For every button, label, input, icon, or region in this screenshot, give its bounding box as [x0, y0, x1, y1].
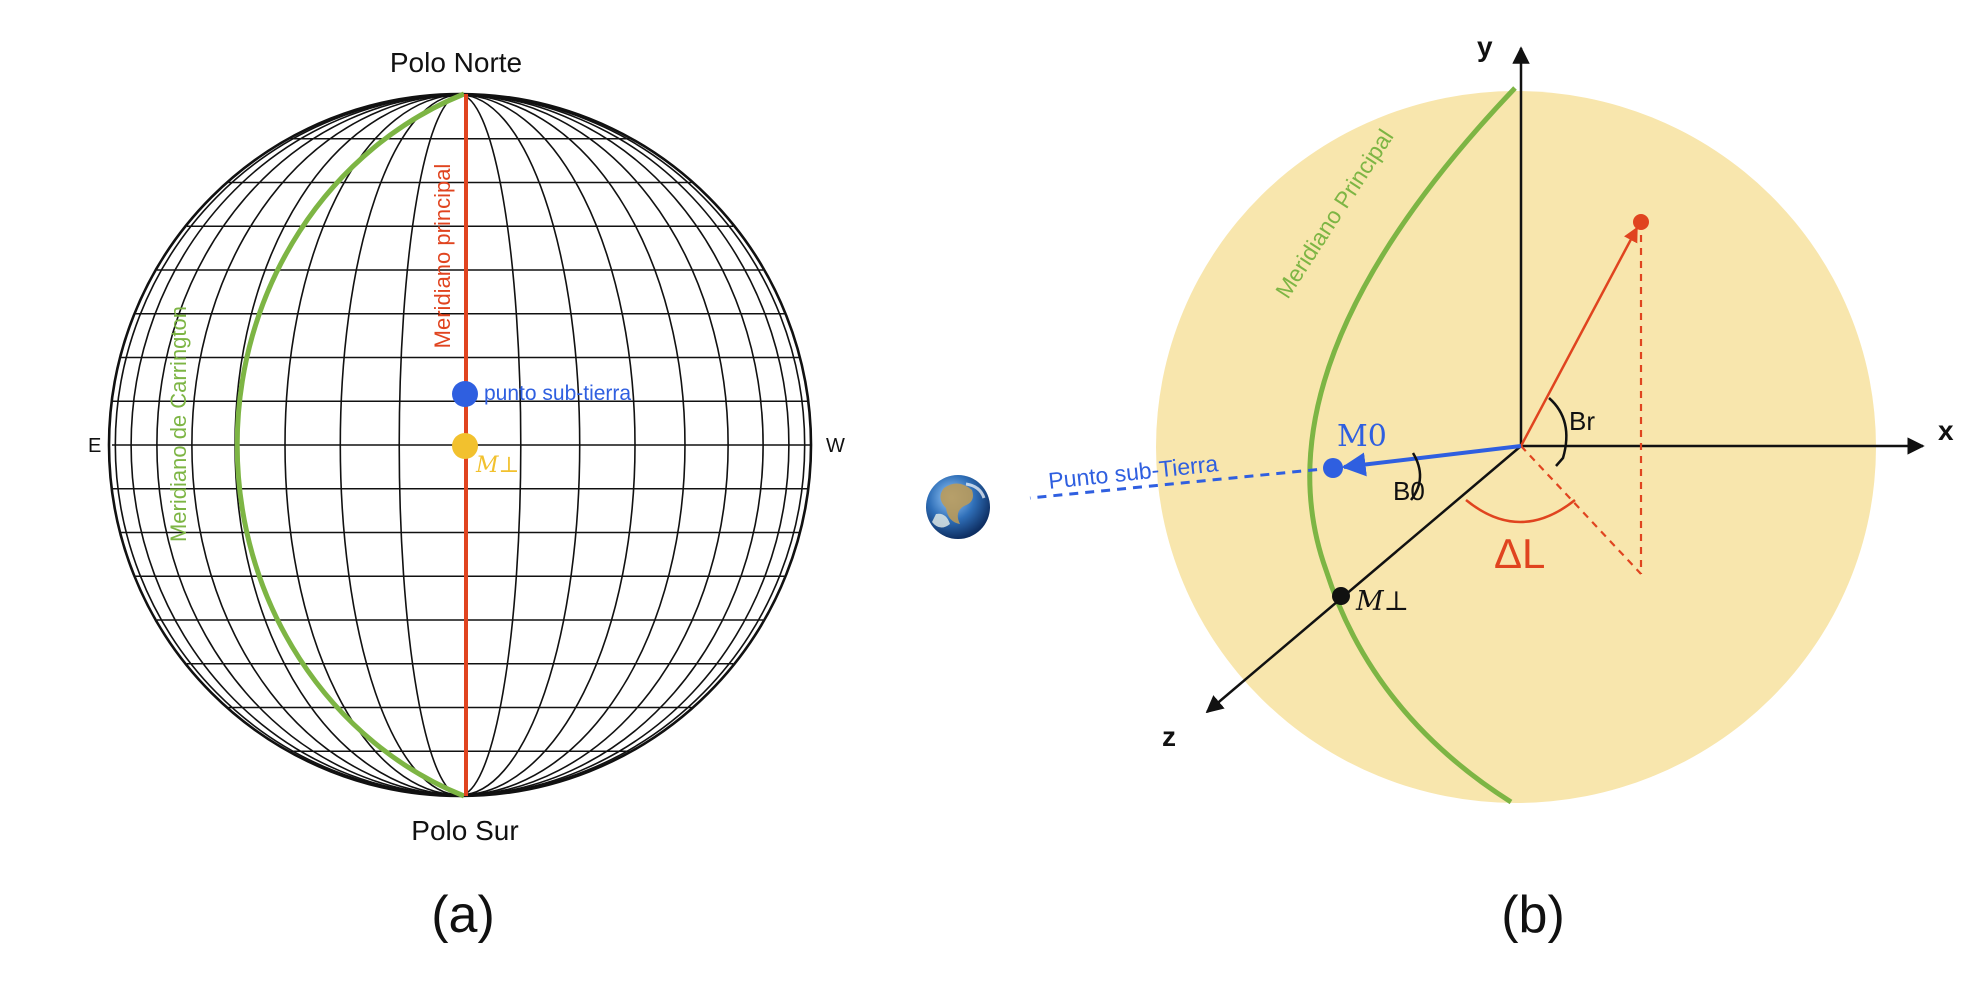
globe-grid	[107, 92, 813, 798]
m-perp-point	[452, 433, 478, 459]
z-axis	[1205, 445, 1522, 714]
red-vector	[1519, 226, 1639, 447]
south-pole-label: Polo Sur	[411, 815, 518, 846]
m-perp-b-point	[1332, 587, 1350, 605]
m0-point	[1323, 458, 1343, 478]
principal-meridian-b-line	[1307, 86, 1517, 805]
carrington-meridian-label: Meridiano de Carrington	[166, 306, 191, 542]
sub-earth-label: punto sub-tierra	[484, 382, 631, 405]
north-pole-label: Polo Norte	[390, 47, 522, 78]
blue-vector	[1341, 444, 1522, 477]
west-label: W	[826, 435, 845, 457]
m-perp-b-label: M⊥	[1355, 586, 1409, 617]
b0-angle-arc	[1409, 452, 1422, 501]
carrington-meridian-line	[234, 91, 465, 799]
m-perp-label-a: M⊥	[475, 453, 519, 478]
m0-label: M0	[1337, 419, 1387, 454]
earth-globe-icon	[926, 475, 990, 539]
br-label: Br	[1569, 406, 1595, 436]
panel-b: y x z Meridiano Principal Punto sub-Tier…	[926, 31, 1954, 944]
b0-label: B0	[1393, 476, 1425, 506]
x-axis-label: x	[1938, 415, 1954, 446]
delta-l-angle-arc	[1465, 499, 1576, 524]
y-axis-label: y	[1477, 31, 1493, 62]
caption-b: (b)	[1501, 886, 1565, 944]
br-angle-arc	[1548, 397, 1568, 467]
red-point	[1633, 214, 1649, 230]
principal-meridian-label: Meridiano principal	[430, 164, 455, 349]
delta-l-label: ΔL	[1494, 530, 1545, 577]
z-axis-label: z	[1162, 721, 1176, 752]
sub-earth-point	[452, 381, 478, 407]
east-label: E	[88, 435, 101, 457]
panel-a: Polo Norte Polo Sur E W Meridiano de Car…	[88, 47, 845, 944]
latitude-lines	[112, 137, 808, 753]
red-projection-diagonal	[1520, 445, 1642, 575]
blue-dashed-line	[1029, 466, 1334, 500]
caption-a: (a)	[431, 886, 495, 944]
